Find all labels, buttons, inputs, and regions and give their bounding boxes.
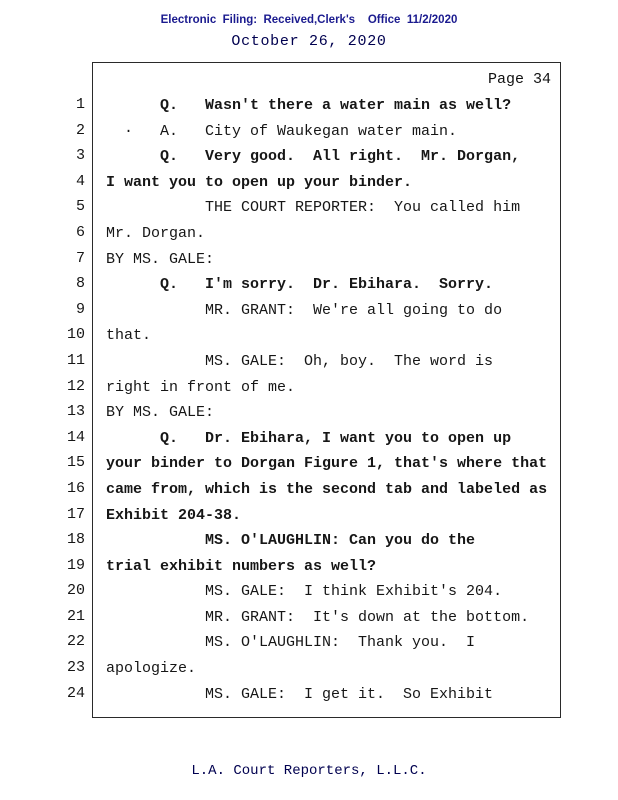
transcript-line: MS. GALE: I think Exhibit's 204. — [106, 583, 503, 601]
reporter-company: L.A. Court Reporters, L.L.C. — [191, 763, 427, 779]
line-number: 17 — [66, 505, 85, 523]
line-number: 8 — [75, 275, 85, 293]
transcript-line: BY MS. GALE: — [106, 250, 215, 268]
transcript-line: trial exhibit numbers as well? — [106, 557, 377, 575]
transcript-line: · A. City of Waukegan water main. — [106, 122, 458, 140]
line-number: 2 — [75, 121, 85, 139]
line-number: 11 — [66, 351, 85, 369]
transcript-line: Q. Wasn't there a water main as well? — [106, 97, 512, 114]
line-number: 19 — [66, 556, 85, 574]
transcript-lines: Q. Wasn't there a water main as well? · … — [106, 93, 547, 707]
line-number: 24 — [66, 684, 85, 702]
transcript-line: I want you to open up your binder. — [106, 173, 413, 191]
transcript-line: apologize. — [106, 660, 197, 678]
line-number: 3 — [75, 147, 85, 165]
transcript-line: Q. I'm sorry. Dr. Ebihara. Sorry. — [106, 276, 494, 294]
transcript-line: Q. Very good. All right. Mr. Dorgan, — [106, 148, 521, 166]
transcript-line: MS. O'LAUGHLIN: Thank you. I — [106, 634, 476, 652]
transcript-line: THE COURT REPORTER: You called him — [106, 199, 521, 217]
line-number: 21 — [66, 607, 85, 625]
line-number: 13 — [66, 403, 85, 421]
line-number: 16 — [66, 479, 85, 497]
transcript-line: MS. O'LAUGHLIN: Can you do the — [106, 532, 476, 550]
transcript-line: MR. GRANT: We're all going to do — [106, 301, 503, 319]
transcript-line: MS. GALE: Oh, boy. The word is — [106, 352, 494, 370]
transcript-line: right in front of me. — [106, 378, 296, 396]
line-number: 15 — [66, 454, 85, 472]
transcript-line: MS. GALE: I get it. So Exhibit — [106, 685, 494, 703]
transcript-line: Mr. Dorgan. — [106, 224, 206, 242]
reporter-footer: L.A. Court Reporters, L.L.C. 312-419-929… — [0, 733, 618, 800]
line-number: 9 — [75, 300, 85, 318]
efiling-stamp: Electronic Filing: Received,Clerk's Offi… — [160, 14, 458, 26]
line-number: 23 — [66, 659, 85, 677]
line-number: 10 — [66, 326, 85, 344]
transcript-line: Exhibit 204-38. — [106, 506, 242, 524]
line-number: 12 — [66, 377, 85, 395]
transcript-line: BY MS. GALE: — [106, 404, 215, 422]
transcript-line: that. — [106, 327, 152, 345]
line-number: 7 — [75, 249, 85, 267]
line-number: 14 — [66, 428, 85, 446]
page-number-label: Page 34 — [487, 71, 551, 88]
line-number: 20 — [66, 582, 85, 600]
transcript-line: your binder to Dorgan Figure 1, that's w… — [106, 455, 548, 473]
line-number: 1 — [75, 96, 85, 113]
line-number: 18 — [66, 531, 85, 549]
line-number: 4 — [75, 172, 85, 190]
line-number: 22 — [66, 633, 85, 651]
transcript-line: MR. GRANT: It's down at the bottom. — [106, 608, 530, 626]
hearing-date: October 26, 2020 — [231, 33, 387, 50]
transcript-box: Page 34 Q. Wasn't there a water main as … — [92, 62, 561, 718]
line-number: 5 — [75, 198, 85, 216]
line-number: 6 — [75, 223, 85, 241]
transcript-line: Q. Dr. Ebihara, I want you to open up — [106, 429, 512, 447]
transcript-line: came from, which is the second tab and l… — [106, 480, 548, 498]
